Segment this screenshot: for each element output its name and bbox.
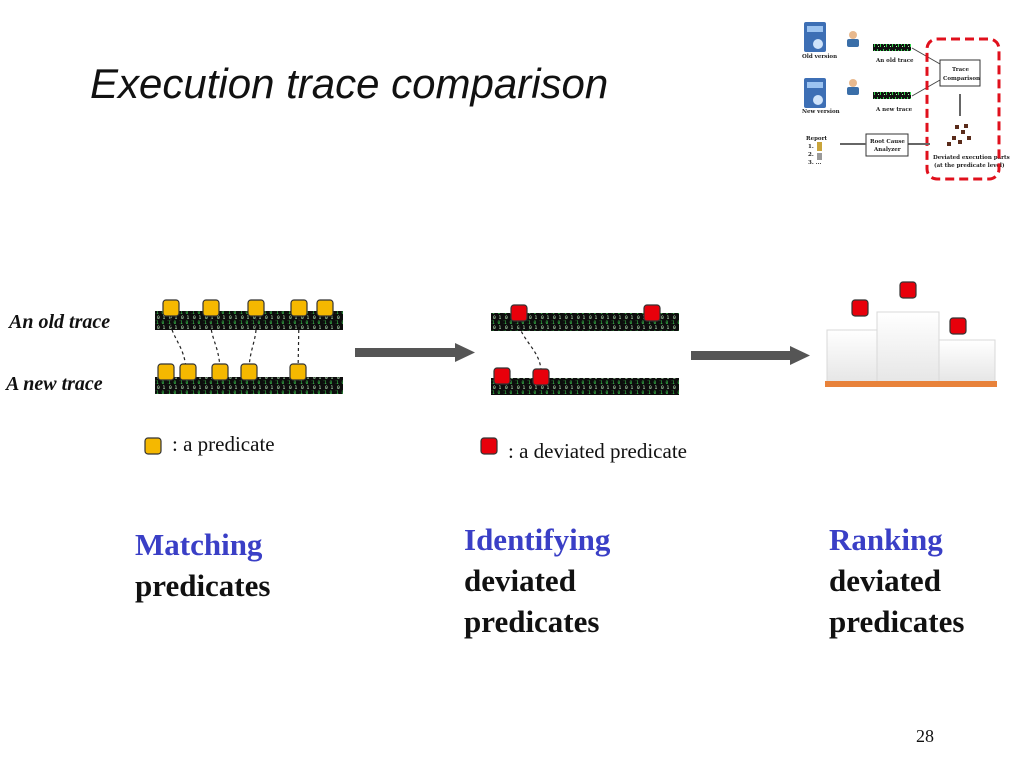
deviated-predicate-square xyxy=(532,368,550,386)
trace-comparison-box xyxy=(939,59,981,87)
predicate-legend-icon xyxy=(144,437,162,455)
stage-ranking xyxy=(825,281,997,387)
a-new-trace-label: A new trace xyxy=(875,107,913,113)
ranked-predicate-square xyxy=(851,299,869,317)
podium-icon xyxy=(825,311,997,387)
trace-comparison-label: Trace xyxy=(952,67,970,73)
deviated-predicate-square xyxy=(643,304,661,322)
deviated-predicate-legend-icon xyxy=(480,437,498,455)
predicate-legend-text: : a predicate xyxy=(172,432,275,456)
ranked-predicate-square xyxy=(899,281,917,299)
arrow-right-icon xyxy=(691,346,810,365)
new-trace-bar xyxy=(491,378,679,395)
old-trace-bar xyxy=(491,313,679,331)
highlight-box xyxy=(925,37,1001,181)
new-trace-bar xyxy=(155,377,343,394)
predicate-square xyxy=(247,299,265,317)
predicate-square xyxy=(202,299,220,317)
step-text: predicates xyxy=(135,568,271,603)
step-caption-ranking: Ranking deviated predicates xyxy=(829,519,964,642)
stage-matching xyxy=(144,299,343,455)
arrow-right-icon xyxy=(355,343,475,362)
predicate-square xyxy=(157,363,175,381)
report-item: 2. xyxy=(808,152,814,158)
page-number: 28 xyxy=(916,726,934,746)
step-caption-matching: Matching predicates xyxy=(135,524,270,606)
new-version-icon xyxy=(804,78,826,108)
step-title: Ranking xyxy=(829,522,943,557)
step-title: Matching xyxy=(135,527,263,562)
step-caption-identifying: Identifying deviated predicates xyxy=(464,519,610,642)
root-cause-label: Root Cause xyxy=(870,139,905,145)
deviated-parts-label: Deviated execution parts xyxy=(933,155,1010,161)
step-text: predicates xyxy=(829,604,965,639)
old-trace-label: An old trace xyxy=(9,311,111,333)
report-item: 3. ... xyxy=(808,160,821,166)
predicate-square xyxy=(179,363,197,381)
predicate-square xyxy=(211,363,229,381)
step-text: deviated xyxy=(464,563,576,598)
step-title: Identifying xyxy=(464,522,611,557)
deviated-predicate-square xyxy=(493,367,511,385)
old-version-label: Old version xyxy=(802,54,837,60)
deviated-predicate-square xyxy=(510,304,528,322)
ranked-predicate-square xyxy=(949,317,967,335)
an-old-trace-label: An old trace xyxy=(875,58,914,64)
deviated-predicate-legend-text: : a deviated predicate xyxy=(508,439,687,463)
new-trace-thumb xyxy=(873,92,911,99)
developer-icon xyxy=(847,31,859,47)
predicate-square xyxy=(289,363,307,381)
step-text: deviated xyxy=(829,563,941,598)
slide-title: Execution trace comparison xyxy=(90,60,609,107)
developer-icon xyxy=(847,79,859,95)
root-cause-label: Analyzer xyxy=(873,147,901,153)
deviated-parts-label: (at the predicate level) xyxy=(934,162,1005,169)
old-trace-thumb xyxy=(873,44,911,51)
predicate-square xyxy=(316,299,334,317)
overview-thumbnail: Old version An old trace New version A n… xyxy=(802,22,1010,181)
old-version-icon xyxy=(804,22,826,52)
report-item: 1. xyxy=(808,144,814,150)
report-label: Report xyxy=(806,136,827,142)
step-text: predicates xyxy=(464,604,600,639)
deviated-parts-icon xyxy=(947,124,971,146)
new-trace-label: A new trace xyxy=(6,373,103,395)
predicate-square xyxy=(240,363,258,381)
trace-comparison-label: Comparison xyxy=(943,76,980,82)
key-icon xyxy=(817,142,822,160)
new-version-label: New version xyxy=(802,109,840,115)
predicate-square xyxy=(162,299,180,317)
predicate-square xyxy=(290,299,308,317)
stage-identifying xyxy=(480,304,679,455)
